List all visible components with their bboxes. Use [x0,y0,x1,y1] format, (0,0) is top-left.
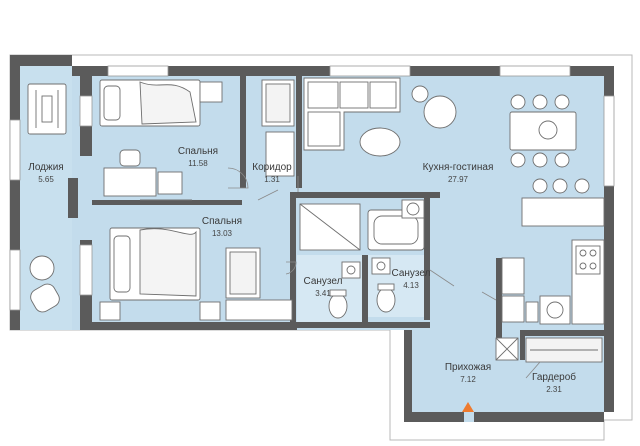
stove-icon [575,245,601,275]
wardrobe-rail-icon [525,337,603,363]
bedroom-closet-icon [225,247,293,321]
toilet-icon [376,283,396,313]
room-label-kitchen: Кухня-гостиная 27.97 [410,162,506,185]
room-area: 5.65 [38,175,54,184]
hall-cabinet-icon [495,337,519,361]
sink-icon [371,257,391,275]
exercise-bench-icon [27,83,67,135]
room-label-hall: Прихожая 7.12 [438,362,498,385]
corridor-wardrobe-icon [261,79,295,177]
dining-table-icon [509,94,577,168]
room-name: Гардероб [532,372,576,383]
loggia-table-icon [29,255,55,281]
room-label-bath2: Санузел 4.13 [384,268,438,291]
room-name: Спальня [201,216,243,227]
room-name: Спальня [177,146,219,157]
sink-icon [341,261,361,279]
armchair-icon [30,283,60,313]
room-area: 27.97 [447,175,469,184]
windows [9,65,615,311]
bed-icon [99,79,223,127]
entrance-arrow-icon [462,402,474,412]
washing-machine-icon [401,199,425,219]
bathtub-icon [367,209,425,251]
desk-icon [103,149,192,201]
room-area: 3.41 [315,289,331,298]
room-name: Коридор [252,162,292,173]
kitchen-island-icon [521,197,605,227]
bed-icon [99,227,221,321]
toilet-icon [328,289,348,319]
loggia-column [68,178,78,218]
room-area: 1.31 [264,175,280,184]
room-name: Санузел [391,268,431,279]
room-label-loggia: Лоджия 5.65 [22,162,70,185]
room-area: 4.13 [403,281,419,290]
room-label-bedroom1: Спальня 11.58 [170,146,226,169]
living-armchair-icon [411,85,457,129]
room-area: 2.31 [546,385,562,394]
room-label-wardrobe: Гардероб 2.31 [524,372,584,395]
room-label-corridor: Коридор 1.31 [246,162,298,185]
room-name: Лоджия [28,162,64,173]
room-name: Кухня-гостиная [422,162,494,173]
shower-icon [299,203,361,251]
room-area: 13.03 [211,229,233,238]
coffee-table-icon [359,127,401,157]
room-label-bedroom2: Спальня 13.03 [194,216,250,239]
sofa-icon [303,77,401,151]
room-name: Санузел [303,276,343,287]
room-label-bath1: Санузел 3.41 [296,276,350,299]
room-name: Прихожая [444,362,492,373]
bar-stools-icon [532,178,590,194]
room-area: 7.12 [460,375,476,384]
doors [227,167,541,379]
room-area: 11.58 [188,159,208,168]
kitchen-appliances-icon [525,295,571,325]
